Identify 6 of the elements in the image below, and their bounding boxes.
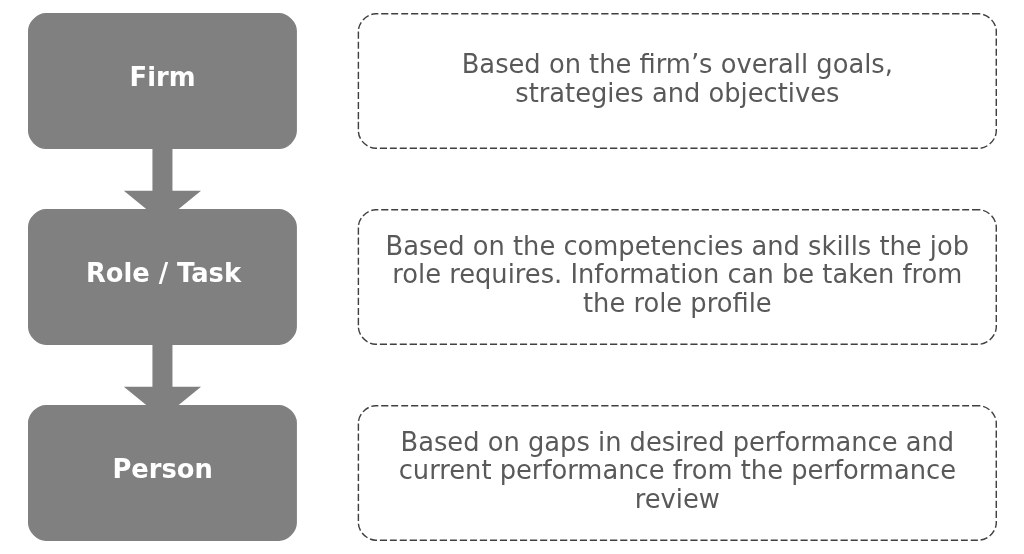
node-box: Firm [27, 13, 297, 149]
node-box: Role / Task [27, 209, 297, 345]
node-box: Based on the firm’s overall goals, strategies and objectives [357, 13, 997, 149]
node-box: Based on the competencies and skills the job role requires. Information can be taken from the role profile [357, 209, 997, 345]
node-box: Based on gaps in desired performance and current performance from the performance review [357, 405, 997, 541]
node-box: Person [27, 405, 297, 541]
